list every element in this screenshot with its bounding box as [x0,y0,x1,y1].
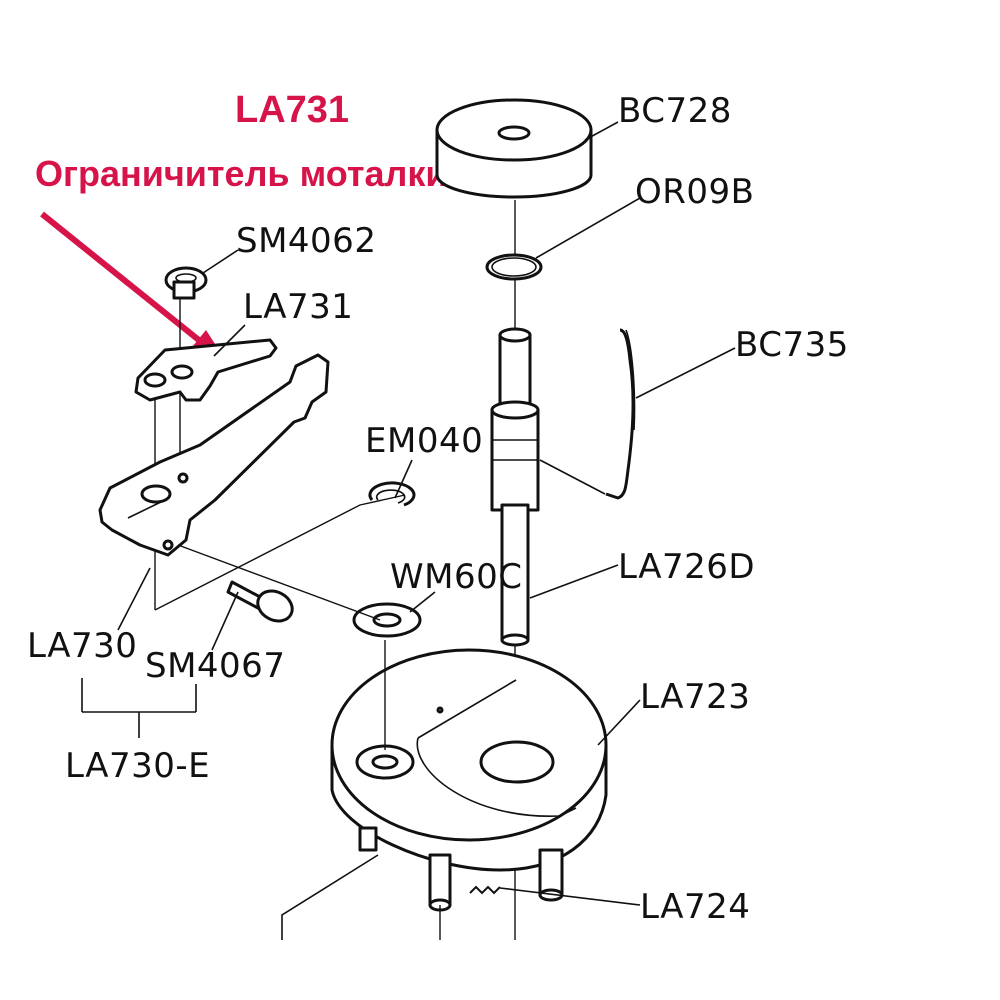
part-bc735 [605,328,636,500]
label-em040: EM040 [365,421,483,461]
label-la724: LA724 [640,887,750,927]
part-sm4062 [164,266,208,300]
part-or09b [485,253,543,281]
label-sm4062: SM4062 [236,221,376,261]
part-sm4067 [226,580,294,623]
la730e-bracket [81,678,197,738]
label-la731: LA731 [243,287,353,327]
label-la730: LA730 [27,626,137,666]
part-em040 [368,481,416,507]
callout-subtitle: Ограничитель моталки [35,153,448,194]
label-bc735: BC735 [735,325,849,365]
label-sm4067: SM4067 [145,646,285,686]
label-la723: LA723 [640,677,750,717]
label-la730e: LA730-E [65,746,210,786]
part-wm60c [352,602,422,638]
label-la726d: LA726D [618,547,755,587]
part-la726d [490,327,540,647]
part-la730 [98,353,330,557]
part-la723 [330,648,608,912]
callout-title: LA731 [235,89,349,131]
label-wm60c: WM60C [390,557,522,597]
label-bc728: BC728 [618,91,732,131]
part-bc728 [435,98,593,199]
part-la731 [134,338,278,402]
label-or09b: OR09B [635,172,754,212]
